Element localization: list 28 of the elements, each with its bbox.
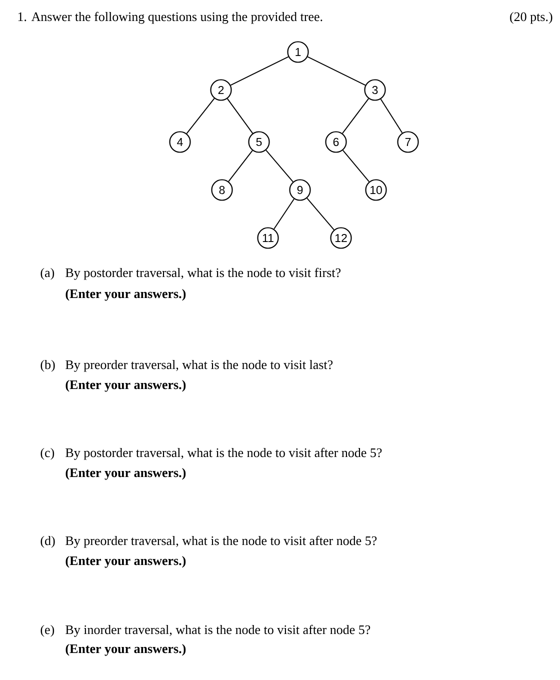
question-text: By preorder traversal, what is the node to visit last? — [66, 360, 333, 372]
instruction-note: (Enter your answers.) — [66, 468, 186, 480]
tree-edge — [342, 150, 370, 182]
tree-edge — [342, 98, 370, 134]
tree-edge — [307, 56, 366, 86]
question-text: By postorder traversal, what is the node to visit first? — [66, 268, 341, 280]
question-heading: 1. Answer the following questions using the provided tree. — [18, 12, 322, 24]
instruction-note: (Enter your answers.) — [66, 556, 186, 568]
tree-edge — [186, 98, 215, 134]
item-marker: (a) — [40, 268, 54, 280]
question-text: By postorder traversal, what is the node to visit after node 5? — [66, 448, 382, 460]
tree-edge — [274, 198, 294, 230]
tree-edge — [266, 150, 294, 182]
question-text: By inorder traversal, what is the node to visit after node 5? — [66, 624, 370, 637]
item-marker: (e) — [40, 625, 54, 637]
item-marker: (d) — [40, 536, 55, 548]
tree-edge — [228, 150, 253, 182]
question-text: By preorder traversal, what is the node to visit after node 5? — [66, 536, 377, 548]
instruction-note: (Enter your answers.) — [66, 644, 186, 656]
tree-edge — [306, 198, 334, 230]
tree-edge — [380, 98, 403, 134]
item-marker: (b) — [40, 360, 55, 372]
instruction-note: (Enter your answers.) — [66, 288, 186, 301]
tree-edge — [230, 56, 289, 86]
tree-edge — [226, 98, 254, 134]
item-marker: (c) — [40, 448, 54, 460]
instruction-note: (Enter your answers.) — [66, 380, 186, 392]
points-label: (20 pts.) — [510, 12, 552, 24]
